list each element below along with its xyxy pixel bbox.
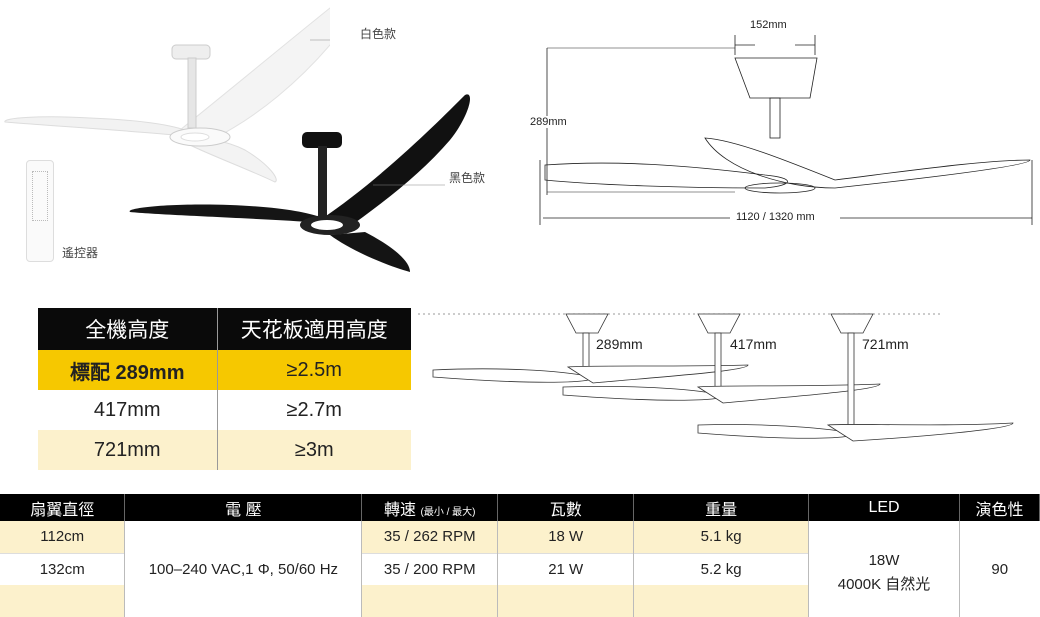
table-row: 721mm≥3m [38,430,411,470]
header-ceiling-height: 天花板適用高度 [217,308,411,350]
remote-control-image [26,160,54,262]
fan-dimension-diagram [539,35,1033,226]
height-table: 全機高度天花板適用高度 標配 289mm≥2.5m 417mm≥2.7m 721… [38,308,411,470]
cell [361,585,499,617]
header-voltage: 電 壓 [124,494,363,521]
drop-label-721: 721mm [862,336,909,352]
cell: 417mm [38,390,218,430]
remote-label: 遙控器 [62,246,99,260]
header-led: LED [808,494,960,521]
cell: 35 / 200 RPM [361,552,499,585]
header-cri: 演色性 [959,494,1040,521]
cell: 5.1 kg [633,521,810,553]
table-row: 標配 289mm≥2.5m [38,350,411,390]
drop-rod-diagram [418,313,1014,442]
rpm-label: 轉速 [384,501,417,519]
led-cell: 18W 4000K 自然光 [808,521,960,617]
voltage-cell: 100–240 VAC,1 Φ, 50/60 Hz [124,521,363,617]
cell: 721mm [38,430,218,470]
rpm-sublabel: (最小 / 最大) [420,506,476,518]
cell [633,585,810,617]
black-fan-image [129,94,470,272]
white-fan-label: 白色款 [360,27,397,41]
table-row: 417mm≥2.7m [38,390,411,430]
canopy-width-dimension: 152mm [750,19,787,31]
table-row: 112cm 100–240 VAC,1 Φ, 50/60 Hz 35 / 262… [0,521,1040,617]
black-fan-label: 黑色款 [449,171,486,185]
header-fan-height: 全機高度 [38,308,218,350]
span-dimension: 1120 / 1320 mm [736,211,815,223]
led-color: 4000K 自然光 [837,576,931,593]
drop-label-289: 289mm [596,336,643,352]
cell: 21 W [497,552,635,585]
header-diameter: 扇翼直徑 [0,494,126,521]
header-watts: 瓦數 [497,494,635,521]
height-dimension: 289mm [530,116,567,128]
cell: 35 / 262 RPM [361,521,499,553]
cell: 18 W [497,521,635,553]
cell: ≥2.5m [217,350,411,390]
cell: 標配 289mm [38,350,218,390]
cell: 132cm [0,552,126,585]
table-row: 132cm 35 / 200 RPM 21 W 5.2 kg [0,552,1040,585]
cell [0,585,126,617]
cell [497,585,635,617]
cell: ≥3m [217,430,411,470]
cell: ≥2.7m [217,390,411,430]
cell: 112cm [0,521,126,553]
white-fan-image [4,7,330,183]
cri-cell: 90 [991,561,1009,578]
header-rpm: 轉速 (最小 / 最大) [361,494,499,521]
cell: 5.2 kg [633,552,810,585]
header-weight: 重量 [633,494,810,521]
spec-table: 扇翼直徑 電 壓 轉速 (最小 / 最大) 瓦數 重量 LED 演色性 112c… [0,494,1040,617]
led-watts: 18W [868,552,900,569]
drop-label-417: 417mm [730,336,777,352]
